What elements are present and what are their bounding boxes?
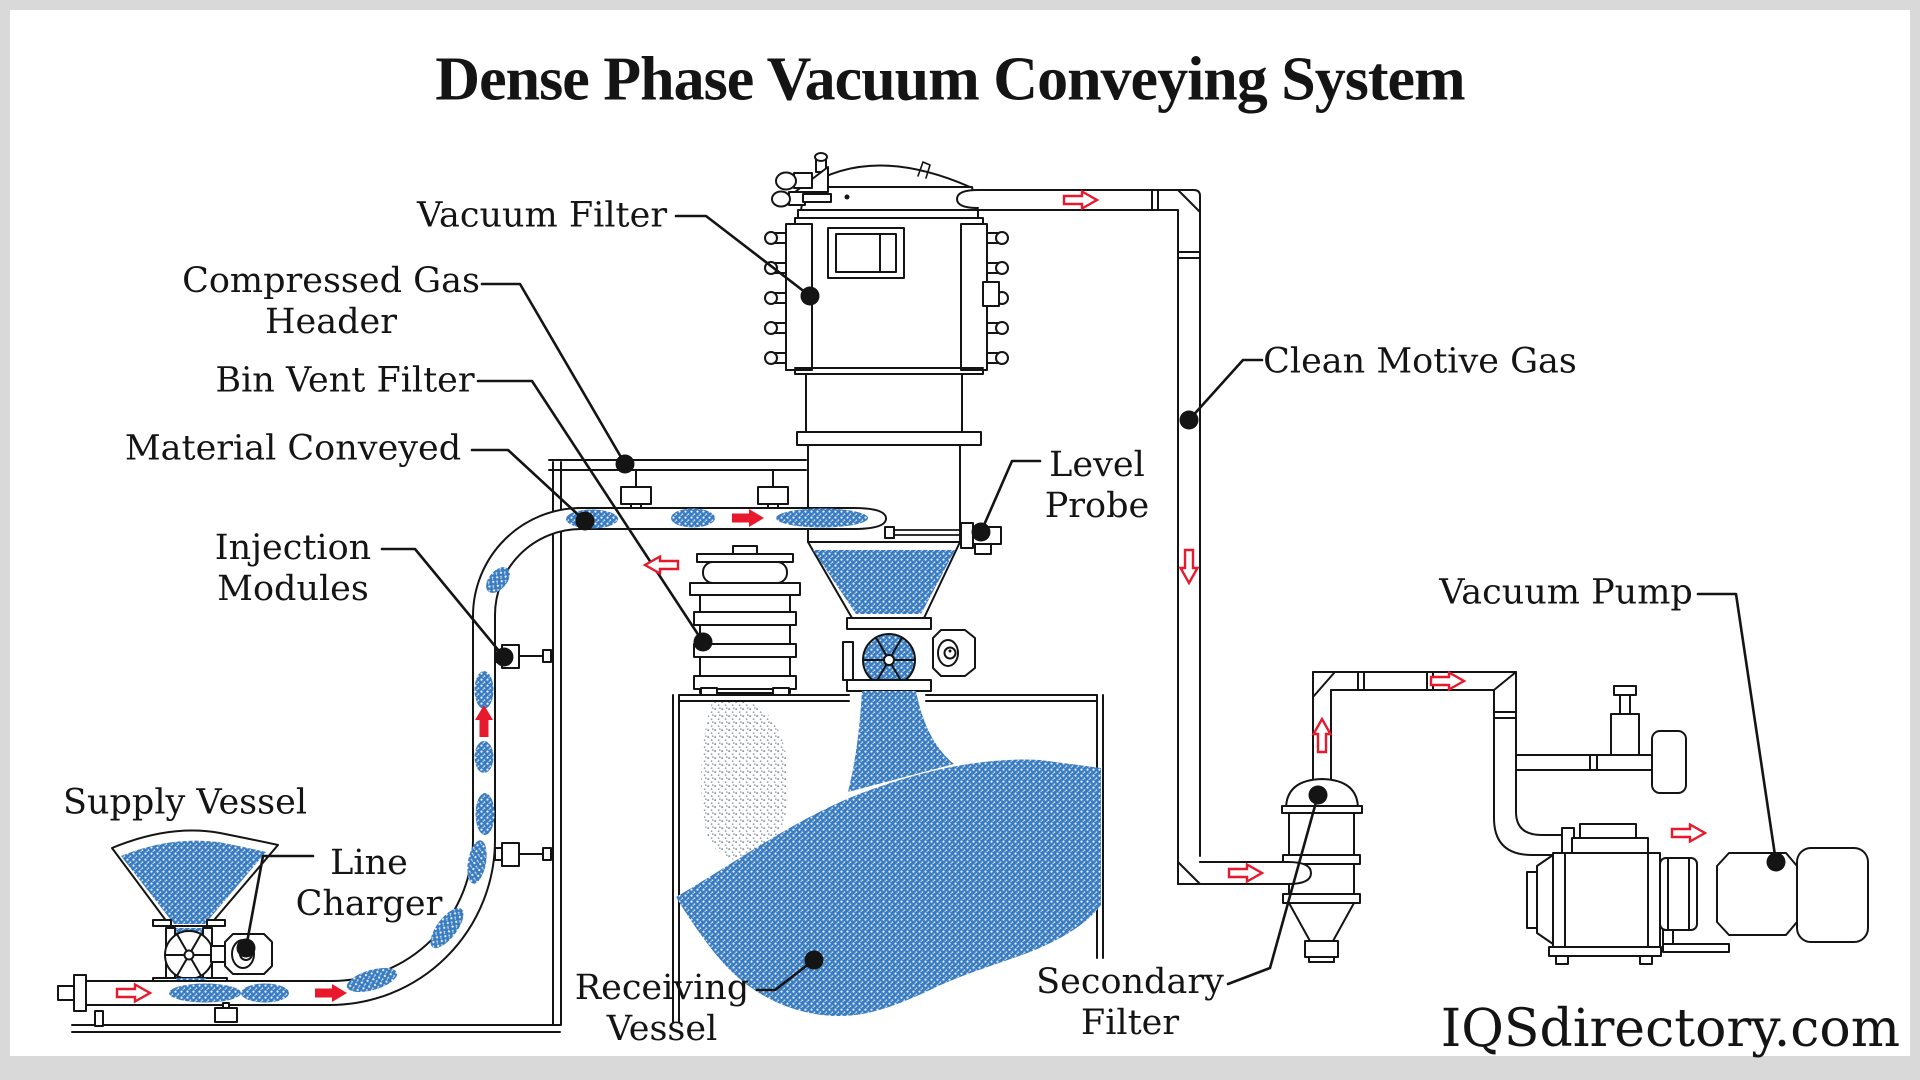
leader-secondary-filter xyxy=(1226,793,1320,986)
secondary-filter-vessel xyxy=(1177,671,1517,963)
vacuum-pump-unit xyxy=(1526,847,1869,965)
leader-vacuum-pump xyxy=(1696,592,1778,864)
supply-vessel-hopper xyxy=(111,829,279,927)
bin-vent-filter-unit xyxy=(689,545,801,696)
flow-arrow-right-icon xyxy=(1062,190,1099,210)
label-bin-vent-filter: Bin Vent Filter xyxy=(215,360,475,401)
label-line-charger: Line Charger xyxy=(295,843,443,924)
diagram-title: Dense Phase Vacuum Conveying System xyxy=(435,45,1465,114)
vacuum-relief-valve xyxy=(1610,685,1640,756)
label-vacuum-pump: Vacuum Pump xyxy=(1439,572,1693,613)
leader-lines xyxy=(244,214,1778,992)
dust-plume xyxy=(701,702,789,861)
leader-material-conveyed xyxy=(470,448,587,523)
flow-arrow-right-icon xyxy=(1670,823,1707,843)
sight-glass xyxy=(827,227,905,279)
label-level-probe: Level Probe xyxy=(1044,445,1150,526)
label-receiving-vessel: Receiving Vessel xyxy=(574,968,750,1049)
label-vacuum-filter: Vacuum Filter xyxy=(416,195,668,236)
leader-level-probe xyxy=(979,459,1042,534)
label-compressed-gas-header: Compressed Gas Header xyxy=(182,261,480,342)
label-injection-modules: Injection Modules xyxy=(214,528,372,609)
watermark: IQSdirectory.com xyxy=(1440,999,1900,1059)
leader-clean-motive-gas xyxy=(1187,358,1264,422)
leader-receiving-vessel xyxy=(755,958,816,992)
leader-bin-vent-filter xyxy=(476,379,705,644)
injection-module-2 xyxy=(494,842,520,867)
leader-vacuum-filter xyxy=(674,214,812,298)
leader-injection-modules xyxy=(380,547,506,659)
material-slugs xyxy=(169,508,868,1003)
relief-disc xyxy=(1651,730,1687,794)
falling-material-stream xyxy=(848,691,954,792)
label-clean-motive-gas: Clean Motive Gas xyxy=(1263,341,1577,382)
header-support-column xyxy=(518,461,562,1026)
label-supply-vessel: Supply Vessel xyxy=(62,782,308,823)
flow-arrow-down-icon xyxy=(1179,548,1199,585)
dome-fittings xyxy=(771,152,832,208)
flow-arrow-right-icon xyxy=(1429,671,1466,691)
material-pile xyxy=(676,759,1101,1016)
pump-motor xyxy=(1796,847,1869,943)
leader-compressed-gas-header xyxy=(480,282,627,466)
leader-dots xyxy=(236,286,1786,970)
receiving-vessel-box xyxy=(672,694,1104,1023)
leader-line-charger xyxy=(244,854,315,950)
flow-arrow-up-icon xyxy=(1312,717,1332,754)
supply-material xyxy=(121,840,266,924)
vacuum-pump-piping xyxy=(1493,685,1687,863)
label-material-conveyed: Material Conveyed xyxy=(124,428,462,469)
label-secondary-filter: Secondary Filter xyxy=(1036,962,1224,1043)
receiving-rotary-valve xyxy=(842,617,976,692)
ground-line xyxy=(71,1024,561,1033)
pump-body xyxy=(1716,852,1798,936)
cone-material xyxy=(813,550,955,614)
